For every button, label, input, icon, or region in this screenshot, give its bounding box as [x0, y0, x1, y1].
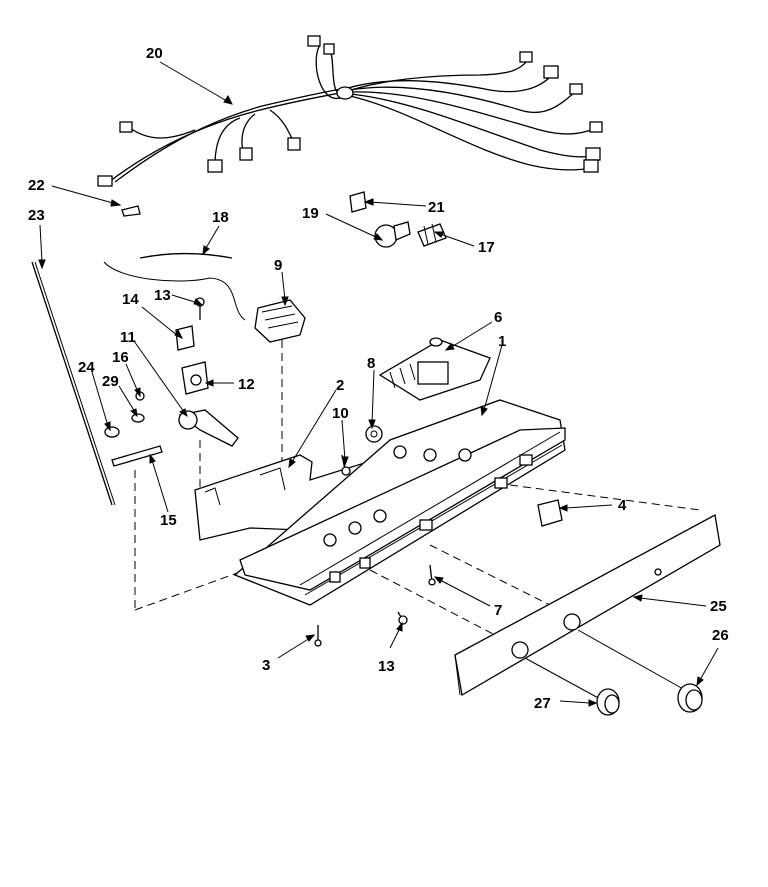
- part-24-washer: [104, 426, 120, 438]
- callout-18: 18: [212, 209, 229, 226]
- part-1-housing: [233, 399, 566, 606]
- callout-11: 11: [120, 329, 136, 346]
- part-22-clip: [121, 205, 141, 217]
- part-25-panel: [454, 513, 721, 697]
- callout-23: 23: [28, 207, 45, 224]
- callout-2: 2: [336, 377, 344, 394]
- callout-3: 3: [262, 657, 270, 674]
- part-27-knob: [524, 657, 620, 716]
- callout-21: 21: [428, 199, 445, 216]
- callout-7: 7: [494, 602, 502, 619]
- callout-15: 15: [160, 512, 177, 529]
- callout-24: 24: [78, 359, 95, 376]
- callout-13-top: 13: [154, 287, 171, 304]
- callout-16: 16: [112, 349, 129, 366]
- part-14-bracket: [175, 297, 205, 351]
- part-6-board: [378, 337, 491, 401]
- part-9-control: [254, 299, 306, 470]
- part-29-washer: [131, 413, 145, 423]
- callout-4: 4: [618, 497, 627, 514]
- callout-13-bottom: 13: [378, 658, 395, 675]
- part-21-clip: [349, 191, 367, 213]
- callout-6: 6: [494, 309, 502, 326]
- callout-20: 20: [146, 45, 163, 62]
- callout-labels: 20 22 23 18 19 21 17 9 13 14 6 11 1 16 2…: [28, 45, 729, 712]
- part-4-clip: [537, 499, 563, 527]
- callout-14: 14: [122, 291, 139, 308]
- part-23-rod: [31, 261, 116, 506]
- part-11-valve: [178, 409, 239, 500]
- callout-19: 19: [302, 205, 319, 222]
- part-15-clip: [111, 445, 163, 467]
- part-12-bracket: [181, 361, 209, 395]
- callout-25: 25: [710, 598, 727, 615]
- callout-8: 8: [367, 355, 375, 372]
- callout-9: 9: [274, 257, 282, 274]
- part-17-socket: [417, 223, 447, 247]
- callout-10: 10: [332, 405, 349, 422]
- callout-17: 17: [478, 239, 495, 256]
- part-7-screw: [428, 564, 436, 586]
- leader-lines: [38, 61, 719, 707]
- part-3-screw: [314, 625, 322, 647]
- part-26-knob: [577, 629, 703, 713]
- wire-harness: [97, 35, 603, 187]
- part-18-tube: [139, 252, 233, 259]
- part-19-bulb: [374, 221, 411, 248]
- part-8-grommet: [365, 425, 383, 443]
- callout-26: 26: [712, 627, 729, 644]
- part-13-screw: [397, 611, 408, 625]
- callout-22: 22: [28, 177, 45, 194]
- callout-1: 1: [498, 333, 506, 350]
- callout-12: 12: [238, 376, 255, 393]
- callout-29: 29: [102, 373, 119, 390]
- callout-27: 27: [534, 695, 551, 712]
